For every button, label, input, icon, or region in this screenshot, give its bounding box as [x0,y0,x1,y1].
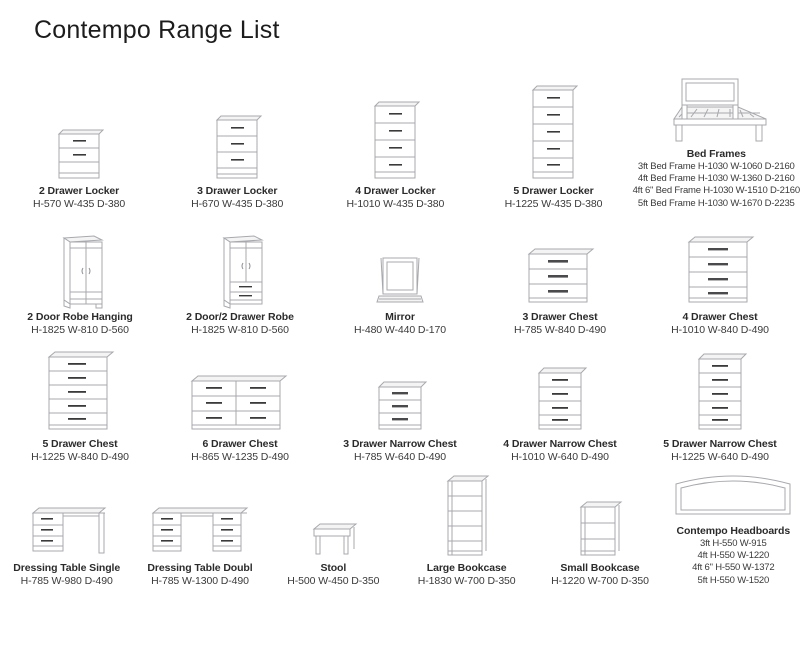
dressing-table-double-icon [133,501,266,559]
caption: 6 Drawer Chest H-865 W-1235 D-490 [191,438,289,463]
product-cell-6-drawer-chest[interactable]: 6 Drawer Chest H-865 W-1235 D-490 [160,343,320,463]
caption: 4 Drawer Locker H-1010 W-435 D-380 [346,185,445,210]
caption: Dressing Table Doubl H-785 W-1300 D-490 [147,562,253,587]
chest-6-wide-icon [160,367,320,435]
product-row-robes-chests: 2 Door Robe Hanging H-1825 W-810 D-560 [0,216,800,336]
wardrobe-2-door-icon [0,230,160,309]
bookcase-small-icon [533,497,666,559]
product-cell-4-drawer-narrow-chest[interactable]: 4 Drawer Narrow Chest H-1010 W-640 D-490 [480,343,640,463]
product-cell-4-drawer-locker[interactable]: 4 Drawer Locker H-1010 W-435 D-380 [316,78,474,210]
stool-icon [267,515,400,559]
caption: 3 Drawer Chest H-785 W-840 D-490 [513,311,607,336]
caption: 5 Drawer Chest H-1225 W-840 D-490 [31,438,129,463]
wardrobe-2-door-2-drawer-icon [160,230,320,309]
caption: Bed Frames 3ft Bed Frame H-1030 W-1060 D… [632,148,800,209]
mirror-icon [320,252,480,308]
product-cell-5-drawer-chest[interactable]: 5 Drawer Chest H-1225 W-840 D-490 [0,343,160,463]
narrow-chest-5-icon [640,347,800,435]
caption: 2 Door Robe Hanging H-1825 W-810 D-560 [27,311,133,336]
product-cell-2-drawer-locker[interactable]: 2 Drawer Locker H-570 W-435 D-380 [0,78,158,210]
caption: 5 Drawer Locker H-1225 W-435 D-380 [504,185,603,210]
product-cell-5-drawer-locker[interactable]: 5 Drawer Locker H-1225 W-435 D-380 [474,78,632,210]
caption: Dressing Table Single H-785 W-980 D-490 [13,562,121,587]
caption: 2 Drawer Locker H-570 W-435 D-380 [33,185,126,210]
bed-frame-icon [633,73,800,145]
product-row-chests-narrow: 5 Drawer Chest H-1225 W-840 D-490 [0,343,800,463]
page-title: Contempo Range List [34,16,280,44]
product-cell-dressing-table-single[interactable]: Dressing Table Single H-785 W-980 D-490 [0,462,133,587]
product-cell-bed-frames[interactable]: Bed Frames 3ft Bed Frame H-1030 W-1060 D… [633,78,800,210]
caption: Mirror H-480 W-440 D-170 [353,311,447,336]
drawer-unit-2-icon [0,122,158,182]
chest-3-icon [480,242,640,308]
product-cell-4-drawer-chest[interactable]: 4 Drawer Chest H-1010 W-840 D-490 [640,216,800,336]
narrow-chest-4-icon [480,361,640,435]
caption: 3 Drawer Locker H-670 W-435 D-380 [191,185,284,210]
product-cell-2-door-2-drawer-robe[interactable]: 2 Door/2 Drawer Robe H-1825 W-810 D-560 [160,216,320,336]
product-cell-3-drawer-narrow-chest[interactable]: 3 Drawer Narrow Chest H-785 W-640 D-490 [320,343,480,463]
chest-4-icon [640,230,800,308]
dressing-table-single-icon [0,501,133,559]
product-row-tables-bookcases: Dressing Table Single H-785 W-980 D-490 [0,462,800,587]
drawer-unit-5-icon [474,78,632,182]
chest-5-icon [0,345,160,435]
caption: 2 Door/2 Drawer Robe H-1825 W-810 D-560 [186,311,294,336]
drawer-unit-3-icon [158,108,316,182]
product-cell-small-bookcase[interactable]: Small Bookcase H-1220 W-700 D-350 [533,462,666,587]
product-cell-3-drawer-chest[interactable]: 3 Drawer Chest H-785 W-840 D-490 [480,216,640,336]
headboard-icon [667,466,800,522]
product-cell-2-door-robe-hanging[interactable]: 2 Door Robe Hanging H-1825 W-810 D-560 [0,216,160,336]
caption: Contempo Headboards 3ft H-550 W-915 4ft … [676,525,791,586]
caption: 4 Drawer Narrow Chest H-1010 W-640 D-490 [503,438,617,463]
caption: Small Bookcase H-1220 W-700 D-350 [551,562,649,587]
bookcase-large-icon [400,471,533,559]
caption: 3 Drawer Narrow Chest H-785 W-640 D-490 [343,438,457,463]
product-cell-contempo-headboards[interactable]: Contempo Headboards 3ft H-550 W-915 4ft … [667,462,800,587]
product-cell-large-bookcase[interactable]: Large Bookcase H-1830 W-700 D-350 [400,462,533,587]
product-cell-5-drawer-narrow-chest[interactable]: 5 Drawer Narrow Chest H-1225 W-640 D-490 [640,343,800,463]
product-cell-mirror[interactable]: Mirror H-480 W-440 D-170 [320,216,480,336]
caption: Large Bookcase H-1830 W-700 D-350 [417,562,516,587]
product-cell-3-drawer-locker[interactable]: 3 Drawer Locker H-670 W-435 D-380 [158,78,316,210]
caption: Stool H-500 W-450 D-350 [287,562,380,587]
product-cell-dressing-table-double[interactable]: Dressing Table Doubl H-785 W-1300 D-490 [133,462,266,587]
narrow-chest-3-icon [320,375,480,435]
caption: 5 Drawer Narrow Chest H-1225 W-640 D-490 [663,438,777,463]
product-cell-stool[interactable]: Stool H-500 W-450 D-350 [267,462,400,587]
drawer-unit-4-icon [316,94,474,182]
product-row-lockers: 2 Drawer Locker H-570 W-435 D-380 [0,78,800,210]
caption: 4 Drawer Chest H-1010 W-840 D-490 [671,311,769,336]
